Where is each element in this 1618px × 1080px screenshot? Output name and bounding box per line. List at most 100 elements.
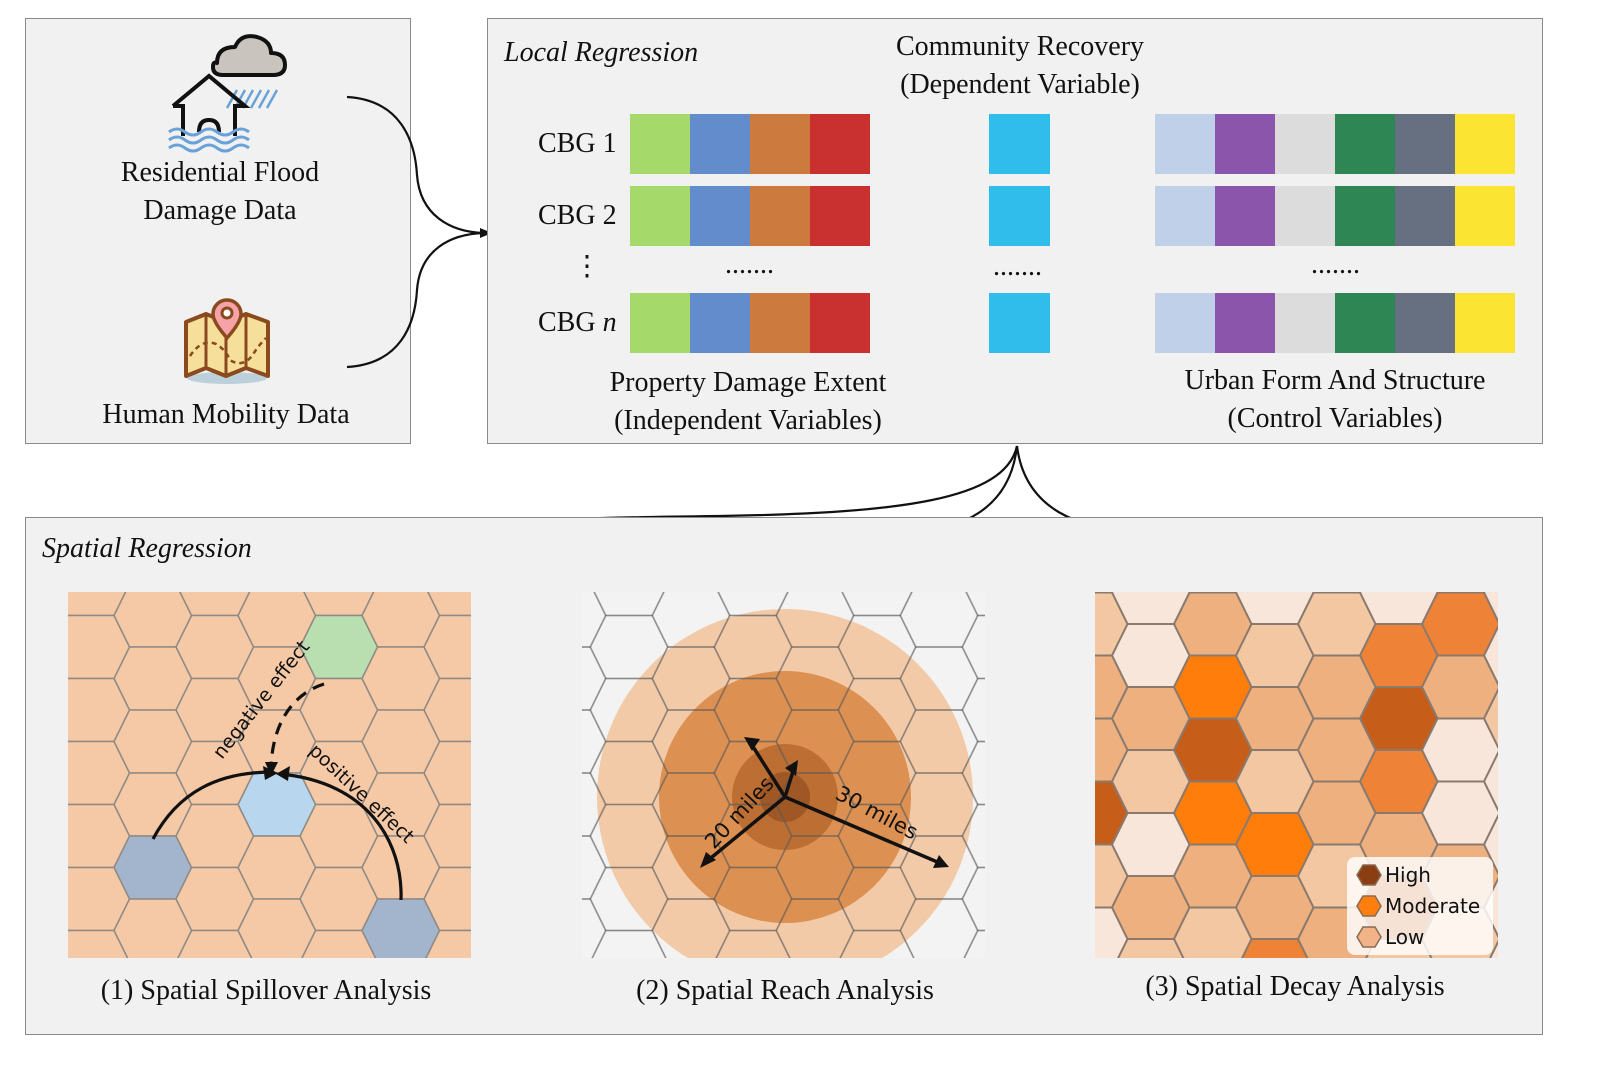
hex-cell [589, 677, 669, 743]
independent-variable-cell [810, 293, 870, 353]
hex-cell [593, 592, 665, 617]
cbg-label-suffix: 2 [602, 200, 617, 231]
local-regression-title: Local Regression [504, 37, 699, 68]
hex-cell [713, 614, 793, 680]
hex-cell [961, 740, 985, 806]
hex-cell [961, 866, 985, 932]
hex-cell [715, 929, 791, 958]
hex-cell [651, 592, 731, 648]
hex-cell [961, 677, 985, 743]
hex-cell [963, 929, 985, 958]
hex-cell [582, 709, 607, 774]
hex-cell [68, 929, 129, 958]
control-variable-cell [1335, 114, 1395, 174]
flood-label-line1: Residential Flood [120, 157, 320, 188]
hex-cell [899, 592, 979, 648]
hex-cell [899, 772, 979, 837]
hex-cell [591, 929, 667, 958]
cbg-row-label: CBG 1 [538, 125, 617, 163]
hex-cell [301, 929, 377, 958]
control-variable-cell [1395, 186, 1455, 246]
dependent-variable-cell [989, 293, 1050, 353]
control-variable-cell [1395, 293, 1455, 353]
legend-label-low: Low [1385, 925, 1424, 949]
hex-cell [839, 929, 915, 958]
decay-caption: (3) Spatial Decay Analysis [1145, 971, 1445, 1002]
independent-variable-cell [690, 186, 750, 246]
control-variable-cell [1335, 186, 1395, 246]
hex-cell [1489, 939, 1498, 958]
flood-data-label: Residential Flood Damage Data [60, 154, 380, 230]
independent-caption-line1: Property Damage Extent [609, 367, 887, 398]
legend-swatch-high [1356, 864, 1382, 886]
cbg-label-prefix: CBG [538, 128, 603, 159]
hex-cell [651, 898, 731, 958]
dependent-title-line1: Community Recovery [895, 31, 1145, 62]
hex-cell [899, 646, 979, 711]
arrowhead-icon [933, 855, 949, 868]
cbg-label-prefix: CBG [538, 200, 603, 231]
independent-variable-cell [630, 114, 690, 174]
arrowhead-icon [265, 762, 278, 776]
cbg-row-label: CBG n [538, 304, 617, 342]
dependent-variable-title: Community Recovery (Dependent Variable) [860, 28, 1180, 104]
hex-cell [775, 835, 855, 900]
control-variable-cell [1275, 114, 1335, 174]
independent-variable-cell [630, 186, 690, 246]
dependent-variable-cell [989, 114, 1050, 174]
hex-cell [775, 592, 855, 648]
control-caption-line2: (Control Variables) [1227, 403, 1443, 434]
hex-cell [837, 866, 917, 932]
control-variable-cell [1275, 186, 1335, 246]
legend-swatch-moderate [1356, 895, 1382, 917]
control-variable-cell [1335, 293, 1395, 353]
arrowhead-icon [480, 228, 492, 238]
cbg-label-suffix: n [602, 307, 617, 338]
control-variable-cell [1155, 186, 1215, 246]
control-variable-cell [1215, 186, 1275, 246]
arrowhead-icon [700, 852, 716, 868]
control-variable-cell [1395, 114, 1455, 174]
independent-variable-cell [690, 114, 750, 174]
control-variable-cell [1455, 114, 1515, 174]
hex-cell [899, 835, 979, 900]
cbg-label-prefix: CBG [538, 307, 603, 338]
hex-cell [717, 592, 789, 617]
dependent-title-line2: (Dependent Variable) [900, 69, 1140, 100]
arrowhead-icon [785, 760, 798, 776]
hex-cell [589, 866, 669, 932]
hex-cell [651, 709, 731, 774]
control-variable-cell [1215, 114, 1275, 174]
control-ellipsis: ....... [1311, 249, 1360, 280]
control-variable-cell [1275, 293, 1335, 353]
hex-cell [1482, 592, 1498, 624]
control-caption-line1: Urban Form And Structure [1184, 365, 1486, 396]
hex-cell [1482, 624, 1498, 687]
hex-cell [582, 898, 607, 958]
control-variable-cell [1155, 293, 1215, 353]
hex-cell [961, 803, 985, 869]
independent-variable-cell [690, 293, 750, 353]
hex-cell [589, 740, 669, 806]
hex-cell [1241, 938, 1309, 958]
dependent-variable-cell [989, 186, 1050, 246]
independent-variable-cell [750, 186, 810, 246]
hex-cell [582, 646, 607, 711]
control-variable-cell [1455, 186, 1515, 246]
hex-cell [713, 866, 793, 932]
hex-cell [589, 803, 669, 869]
hex-cell [589, 614, 669, 680]
hex-cell [837, 614, 917, 680]
independent-caption-line2: (Independent Variables) [614, 405, 882, 436]
control-variable-cell [1155, 114, 1215, 174]
hex-cell [651, 835, 731, 900]
hex-cell [899, 898, 979, 958]
hex-cell [582, 835, 607, 900]
hex-cell [582, 772, 607, 837]
independent-variable-cell [810, 114, 870, 174]
hex-cell [177, 929, 253, 958]
arrowhead-icon [276, 766, 290, 781]
hex-cell [899, 709, 979, 774]
